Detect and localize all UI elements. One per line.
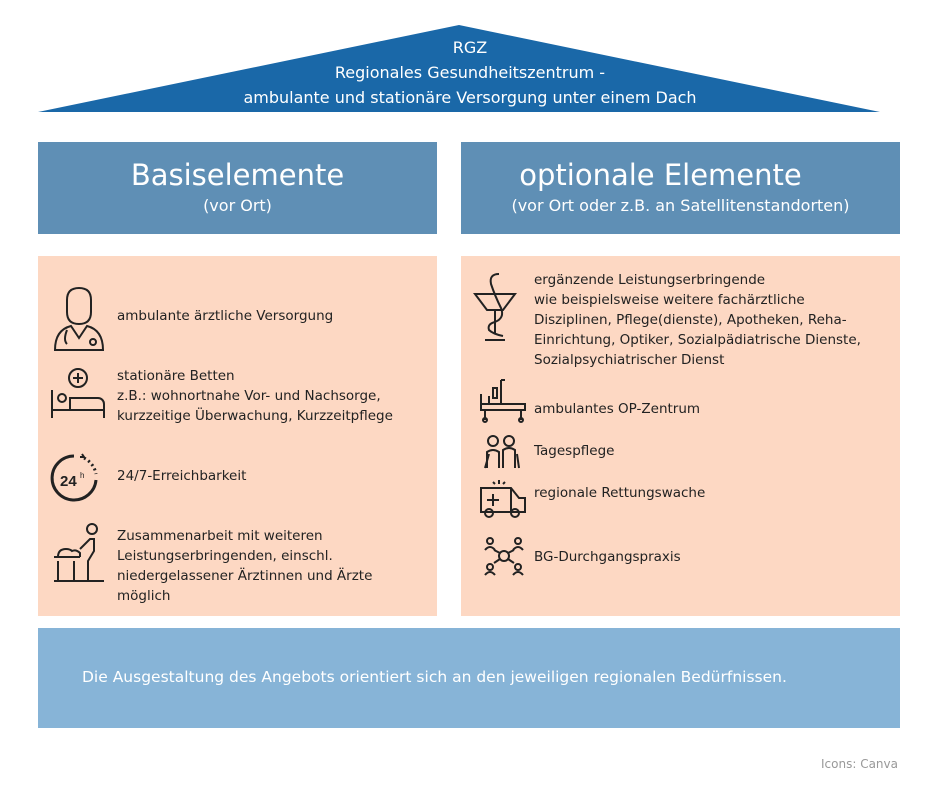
basis-item-3: 24/7-Erreichbarkeit (117, 466, 246, 486)
ambulance-icon (480, 480, 526, 518)
item-line: Einrichtung, Optiker, Sozialpädiatrische… (534, 332, 861, 348)
optional-header: optionale Elemente (vor Ort oder z.B. an… (461, 142, 900, 234)
item-line: möglich (117, 588, 171, 604)
optional-subtitle: (vor Ort oder z.B. an Satellitenstandort… (511, 196, 850, 215)
basis-item-2: stationäre Betten z.B.: wohnortnahe Vor-… (117, 366, 393, 426)
roof-subtitle: ambulante und stationäre Versorgung unte… (243, 88, 697, 107)
elderly-couple-icon (484, 435, 520, 469)
optional-item-2: ambulantes OP-Zentrum (534, 399, 700, 419)
optional-item-1: ergänzende Leistungserbringende wie beis… (534, 270, 861, 370)
item-line: Sozialpsychiatrischer Dienst (534, 352, 725, 368)
item-line: ergänzende Leistungserbringende (534, 272, 766, 288)
optional-item-3: Tagespflege (534, 441, 614, 461)
item-line: Zusammenarbeit mit weiteren (117, 528, 323, 544)
pharmacy-snake-icon (473, 273, 517, 341)
hospital-bed-icon (51, 368, 105, 418)
roof-title: Regionales Gesundheitszentrum - (334, 63, 606, 82)
roof-abbr: RGZ (452, 38, 488, 57)
roof-shape (38, 25, 880, 112)
item-line: ambulantes OP-Zentrum (534, 401, 701, 417)
basis-panel: ambulante ärztliche Versorgung stationär… (38, 256, 437, 616)
item-line: BG-Durchgangspraxis (534, 549, 681, 565)
footer-box: Die Ausgestaltung des Angebots orientier… (38, 628, 900, 728)
basis-title: Basiselemente (130, 158, 345, 192)
svg-text:h: h (80, 471, 84, 480)
footer-text: Die Ausgestaltung des Angebots orientier… (82, 668, 787, 686)
doctor-icon (53, 286, 105, 351)
item-line: stationäre Betten (117, 368, 235, 384)
item-line: niedergelassener Ärztinnen und Ärzte (117, 568, 373, 584)
basis-item-1: ambulante ärztliche Versorgung (117, 306, 333, 326)
item-line: 24/7-Erreichbarkeit (117, 468, 247, 484)
item-line: ambulante ärztliche Versorgung (117, 308, 334, 324)
operating-bed-icon (480, 379, 526, 423)
optional-panel: ergänzende Leistungserbringende wie beis… (461, 256, 900, 616)
basis-header: Basiselemente (vor Ort) (38, 142, 437, 234)
item-line: regionale Rettungswache (534, 485, 706, 501)
patient-care-icon (54, 523, 104, 582)
icon-credit: Icons: Canva (821, 757, 898, 771)
item-line: Tagespflege (534, 443, 615, 459)
item-line: kurzzeitige Überwachung, Kurzzeitpflege (117, 408, 393, 424)
network-people-icon (484, 537, 524, 576)
optional-title: optionale Elemente (519, 158, 802, 192)
item-line: z.B.: wohnortnahe Vor- und Nachsorge, (117, 388, 381, 404)
svg-text:24: 24 (60, 473, 77, 490)
basis-subtitle: (vor Ort) (203, 196, 272, 215)
item-line: wie beispielsweise weitere fachärztliche (534, 292, 805, 308)
optional-item-4: regionale Rettungswache (534, 483, 705, 503)
optional-item-5: BG-Durchgangspraxis (534, 547, 681, 567)
item-line: Leistungserbringenden, einschl. (117, 548, 333, 564)
basis-item-4: Zusammenarbeit mit weiteren Leistungserb… (117, 526, 372, 606)
item-line: Disziplinen, Pflege(dienste), Apotheken,… (534, 312, 847, 328)
roof-text: RGZ Regionales Gesundheitszentrum - ambu… (0, 35, 940, 110)
